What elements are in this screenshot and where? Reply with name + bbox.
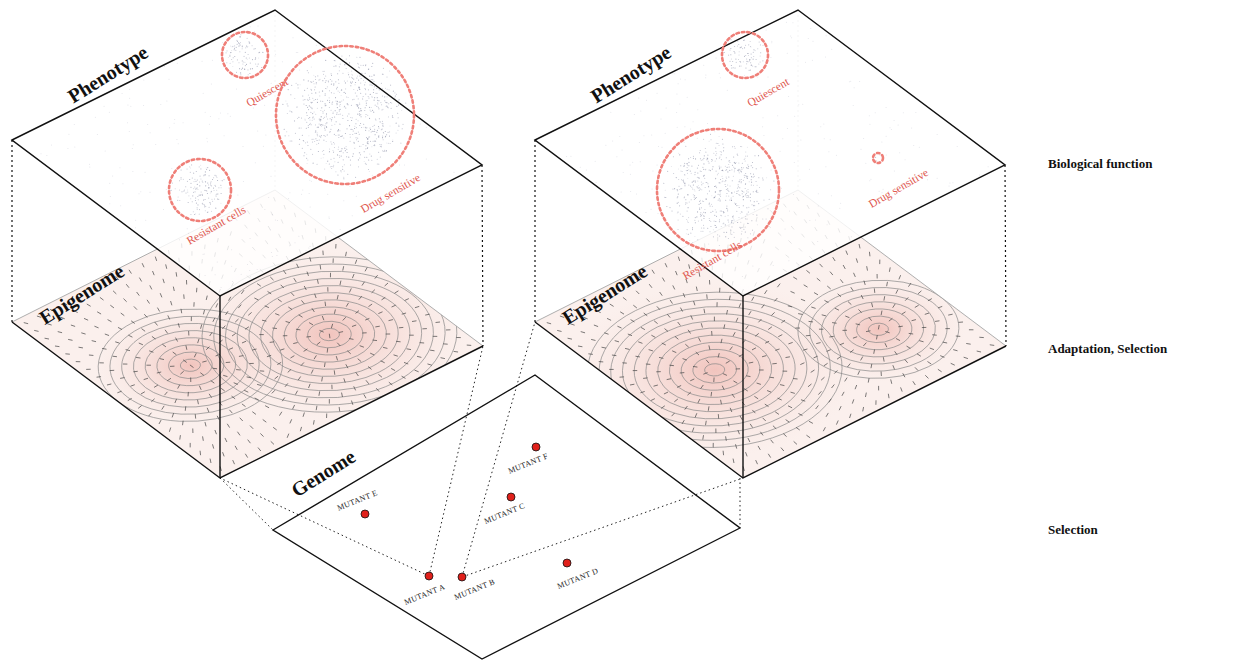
- level-label: Biological function: [1048, 156, 1152, 172]
- resistant-population: Resistant cells: [656, 128, 780, 252]
- mutant-label: MUTANT D: [556, 566, 600, 591]
- mutant-dot: MUTANT E: [361, 510, 369, 518]
- population-label: Quiescent: [745, 75, 791, 108]
- box-edge: [11, 140, 12, 322]
- plane-title: Epigenome: [35, 259, 128, 329]
- projection-line: [220, 478, 273, 530]
- phenotype-plane-outline: [535, 10, 1005, 296]
- mutant-dot-outline: [458, 573, 466, 581]
- phenotype-ground: [12, 10, 482, 296]
- box-edge: [534, 140, 535, 322]
- plane-title: Genome: [287, 444, 359, 501]
- box-edge: [219, 296, 220, 478]
- mutant-dot-outline: [361, 510, 369, 518]
- box-edge: [742, 296, 743, 478]
- mutant-dot-outline: [507, 493, 515, 501]
- mutant-dot: MUTANT F: [532, 443, 540, 451]
- resistant-population-outline: [656, 128, 780, 252]
- quiescent-population-outline: [721, 31, 769, 79]
- drug-sensitive-population: Drug sensitive: [872, 152, 884, 164]
- genome-ground: [273, 375, 740, 659]
- epigenome-plane: Epigenome: [12, 190, 483, 478]
- box-edge: [482, 165, 483, 346]
- plane-title: Epigenome: [558, 259, 651, 329]
- mutant-dot: MUTANT A: [425, 572, 433, 580]
- epigenome-plane: Epigenome: [535, 190, 1006, 478]
- cell-cloud: [40, 22, 988, 288]
- population-label: Drug sensitive: [866, 166, 930, 210]
- population-label: Quiescent: [244, 75, 290, 108]
- plane-title: Phenotype: [587, 40, 676, 107]
- mutant-label: MUTANT A: [402, 582, 445, 607]
- mutant-dot: MUTANT C: [507, 493, 515, 501]
- genome-plane: GenomeMUTANT FMUTANT EMUTANT CMUTANT DMU…: [273, 375, 740, 659]
- quiescent-population: Quiescent: [721, 31, 769, 79]
- drug-sensitive-population: Drug sensitive: [275, 45, 415, 185]
- projection-line: [462, 322, 535, 577]
- drug-sensitive-population-outline: [275, 45, 415, 185]
- mutant-dot-outline: [532, 443, 540, 451]
- mutant-dot-outline: [425, 572, 433, 580]
- projection-line: [740, 478, 741, 528]
- projection-line: [467, 478, 743, 575]
- quiescent-population-outline: [221, 31, 269, 79]
- phenotype-plane-outline: [12, 10, 482, 296]
- phenotype-plane: PhenotypeQuiescentResistant cellsDrug se…: [535, 10, 1005, 296]
- population-label: Resistant cells: [680, 238, 743, 281]
- mutant-label: MUTANT E: [335, 488, 378, 512]
- mutant-dot-outline: [563, 559, 571, 567]
- mutant-dot: MUTANT D: [563, 559, 571, 567]
- resistant-population: Resistant cells: [168, 158, 232, 222]
- population-label: Resistant cells: [184, 203, 247, 246]
- mutant-dot: MUTANT B: [458, 573, 466, 581]
- box-edge: [1005, 165, 1006, 346]
- drug-sensitive-population-outline: [872, 152, 884, 164]
- epigenome-plane-outline: [12, 190, 483, 478]
- mutant-label: MUTANT C: [482, 501, 525, 526]
- epigenome-plane-outline: [535, 190, 1006, 478]
- level-label: Adaptation, Selection: [1048, 341, 1167, 357]
- phenotype-ground: [535, 10, 1005, 296]
- mutant-label: MUTANT F: [507, 451, 550, 475]
- projection-line: [429, 346, 483, 576]
- phenotype-plane: PhenotypeQuiescentResistant cellsDrug se…: [12, 10, 482, 296]
- mutant-label: MUTANT B: [452, 577, 495, 602]
- projection-line: [220, 478, 424, 574]
- quiescent-population: Quiescent: [221, 31, 269, 79]
- population-label: Drug sensitive: [358, 171, 422, 215]
- level-label: Selection: [1048, 522, 1098, 538]
- plane-title: Phenotype: [64, 40, 153, 107]
- resistant-population-outline: [168, 158, 232, 222]
